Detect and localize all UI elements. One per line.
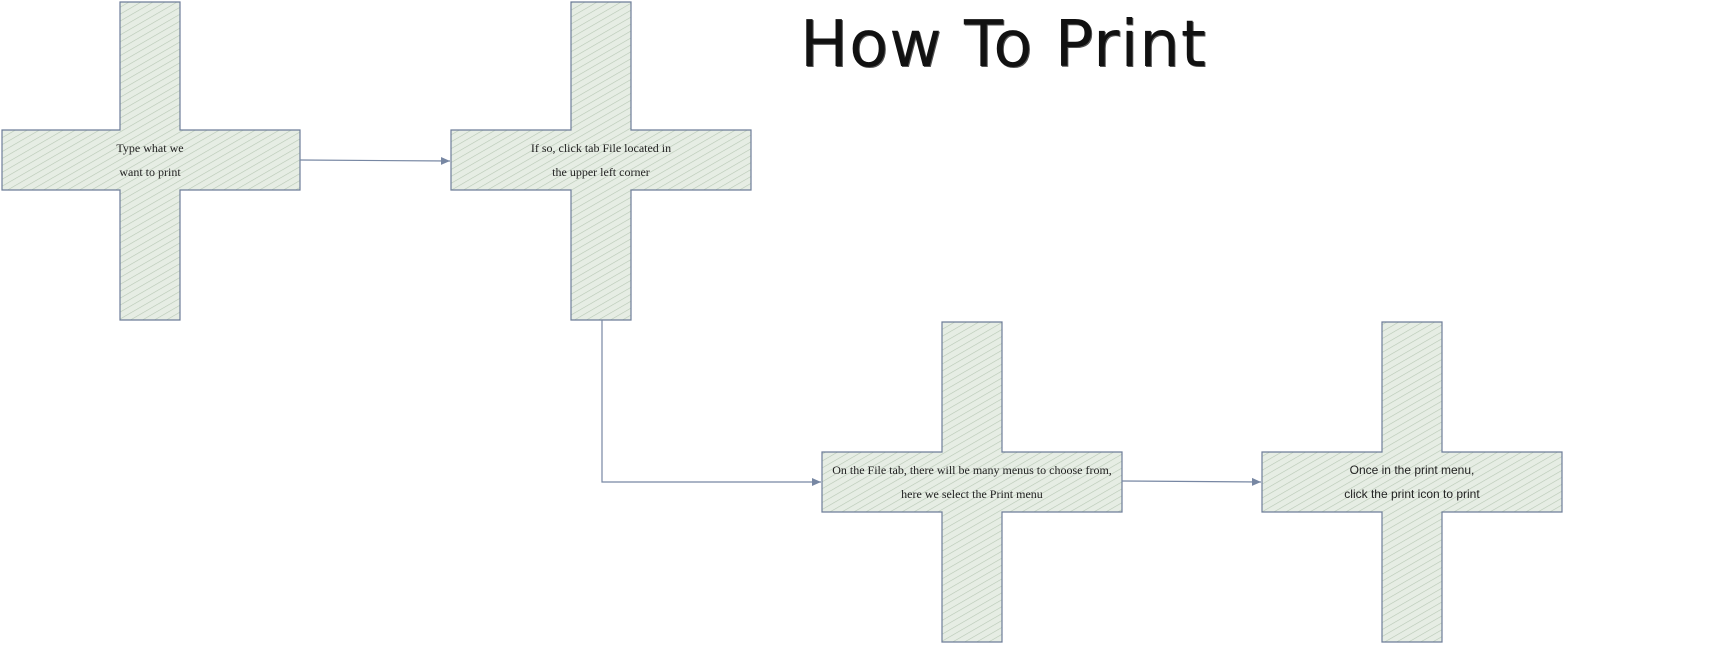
node-text-line: here we select the Print menu	[901, 487, 1043, 501]
node-text-line: Type what we	[116, 141, 184, 155]
connector-step-1-to-step-2[interactable]	[299, 156, 451, 165]
node-text-line: the upper left corner	[552, 165, 650, 179]
node-label-step-3: On the File tab, there will be many menu…	[824, 458, 1120, 506]
node-text-line: want to print	[119, 165, 181, 179]
cross-shape-step-3[interactable]	[821, 321, 1123, 643]
cross-shape-step-1[interactable]	[1, 1, 301, 321]
node-text-line: Once in the print menu,	[1349, 463, 1475, 477]
diagram-title: How To Print	[800, 8, 1207, 82]
connector-step-2-to-step-3[interactable]	[601, 320, 821, 486]
node-text-line: If so, click tab File located in	[530, 141, 672, 155]
connector-step-3-to-step-4[interactable]	[1121, 477, 1262, 486]
cross-shape-step-4[interactable]	[1261, 321, 1563, 643]
node-label-step-4: Once in the print menu, click the print …	[1264, 458, 1560, 506]
node-text-line: On the File tab, there will be many menu…	[832, 463, 1112, 477]
node-text-line: click the print icon to print	[1344, 487, 1480, 501]
node-label-step-1: Type what we want to print	[40, 136, 260, 184]
cross-shape-step-2[interactable]	[450, 1, 752, 321]
node-label-step-2: If so, click tab File located in the upp…	[470, 136, 732, 184]
